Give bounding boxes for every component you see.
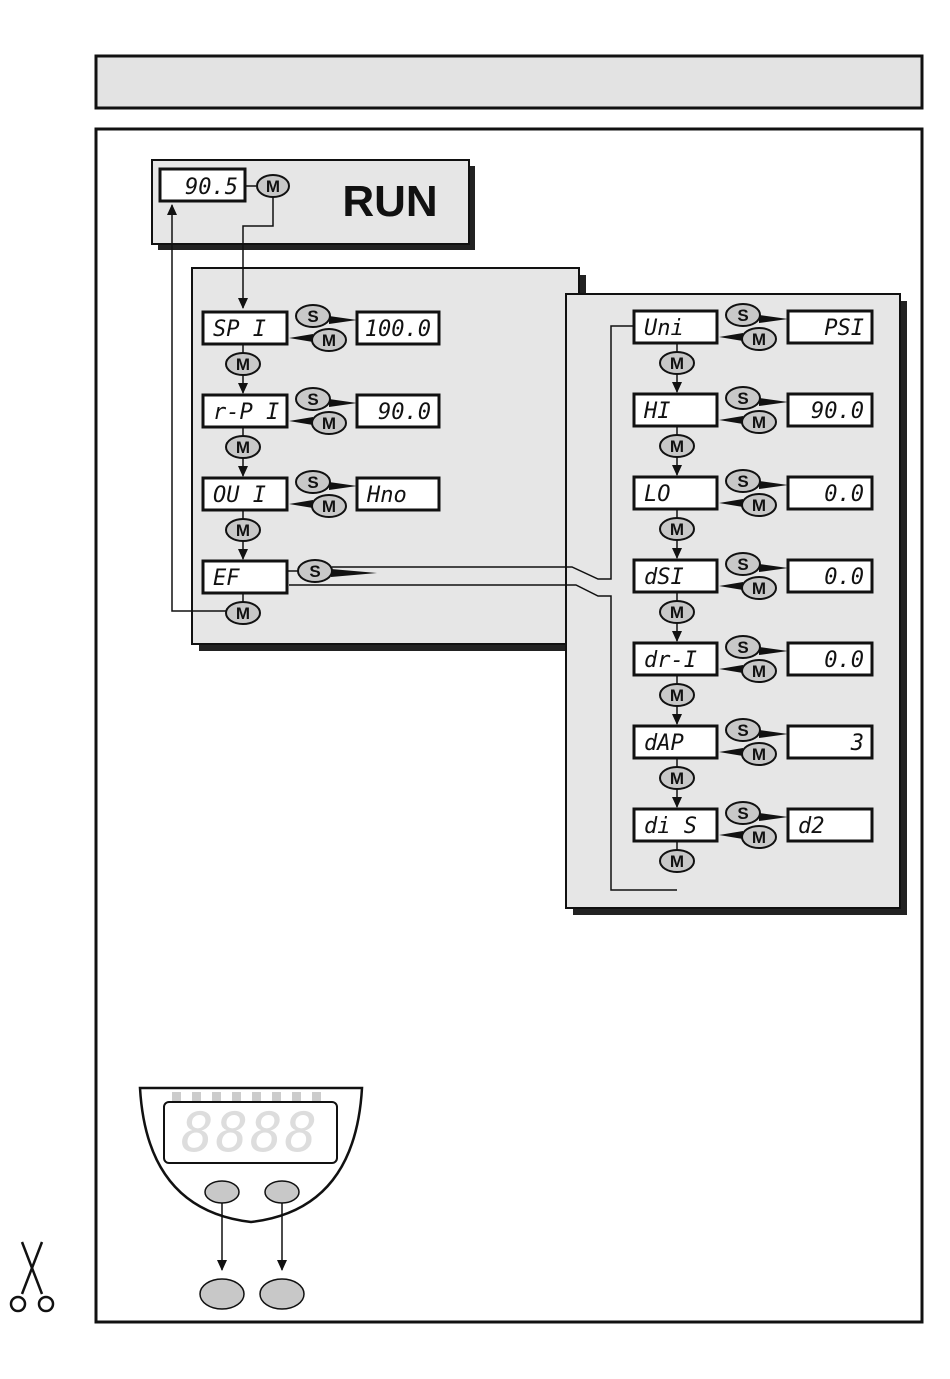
param-value: d2 — [798, 814, 825, 839]
svg-text:S: S — [737, 638, 748, 657]
run-mode-button[interactable]: M — [257, 175, 289, 197]
svg-text:S: S — [737, 472, 748, 491]
svg-text:M: M — [752, 579, 766, 598]
mode-button[interactable]: M — [312, 412, 346, 434]
set-button[interactable]: S — [296, 471, 330, 493]
svg-text:M: M — [752, 330, 766, 349]
set-button[interactable]: S — [726, 470, 760, 492]
svg-text:S: S — [309, 562, 320, 581]
next-mode-button[interactable]: M — [226, 602, 260, 624]
svg-text:M: M — [236, 355, 250, 374]
legend-button-set — [260, 1279, 304, 1309]
svg-text:M: M — [752, 413, 766, 432]
legend-button-mode — [200, 1279, 244, 1309]
svg-text:S: S — [737, 306, 748, 325]
svg-text:M: M — [236, 438, 250, 457]
next-mode-button[interactable]: M — [660, 850, 694, 872]
run-display-value: 90.5 — [185, 175, 238, 200]
svg-text:M: M — [670, 520, 684, 539]
svg-text:S: S — [307, 390, 318, 409]
header-bar — [96, 56, 922, 108]
next-mode-button[interactable]: M — [660, 518, 694, 540]
mode-button[interactable]: M — [312, 329, 346, 351]
param-value: Hno — [366, 483, 407, 508]
set-button[interactable]: S — [296, 388, 330, 410]
svg-text:M: M — [670, 769, 684, 788]
param-value: PSI — [824, 316, 864, 341]
device-button-mode[interactable] — [205, 1181, 239, 1203]
next-mode-button[interactable]: M — [660, 435, 694, 457]
svg-text:M: M — [236, 604, 250, 623]
param-name: dSI — [644, 565, 684, 590]
device-display-digits: 8888 — [181, 1101, 319, 1164]
svg-text:M: M — [670, 686, 684, 705]
param-name: dr-I — [644, 648, 697, 673]
next-mode-button[interactable]: M — [226, 353, 260, 375]
param-name: SP I — [213, 317, 266, 342]
param-value: 3 — [850, 731, 864, 756]
param-name: LO — [644, 482, 671, 507]
param-value: 0.0 — [824, 648, 864, 673]
run-label: RUN — [342, 177, 437, 226]
set-button[interactable]: S — [298, 560, 332, 582]
param-value: 90.0 — [811, 399, 864, 424]
svg-text:M: M — [236, 521, 250, 540]
mode-button[interactable]: M — [312, 495, 346, 517]
svg-text:S: S — [737, 555, 748, 574]
set-button[interactable]: S — [726, 636, 760, 658]
next-mode-button[interactable]: M — [226, 519, 260, 541]
device-button-set[interactable] — [265, 1181, 299, 1203]
next-mode-button[interactable]: M — [226, 436, 260, 458]
set-button[interactable]: S — [726, 387, 760, 409]
svg-text:S: S — [307, 307, 318, 326]
param-name: Uni — [644, 316, 684, 341]
mode-button[interactable]: M — [742, 411, 776, 433]
param-value: 0.0 — [824, 565, 864, 590]
param-name: dAP — [644, 731, 684, 756]
mode-button[interactable]: M — [742, 743, 776, 765]
param-name: HI — [643, 399, 671, 424]
svg-text:M: M — [670, 354, 684, 373]
mode-button[interactable]: M — [742, 826, 776, 848]
svg-text:M: M — [752, 745, 766, 764]
set-button[interactable]: S — [726, 304, 760, 326]
svg-text:S: S — [307, 473, 318, 492]
param-name: r-P I — [213, 400, 279, 425]
set-button[interactable]: S — [726, 553, 760, 575]
param-name: EF — [213, 566, 240, 591]
set-button[interactable]: S — [296, 305, 330, 327]
svg-text:S: S — [737, 721, 748, 740]
run-panel: 90.5 M RUN — [152, 160, 475, 250]
svg-text:M: M — [266, 177, 280, 196]
device-illustration: 8888 — [140, 1088, 362, 1309]
next-mode-button[interactable]: M — [660, 684, 694, 706]
param-value: 100.0 — [365, 317, 431, 342]
mode-button[interactable]: M — [742, 494, 776, 516]
mode-button[interactable]: M — [742, 660, 776, 682]
mode-button[interactable]: M — [742, 577, 776, 599]
param-value: 0.0 — [824, 482, 864, 507]
set-button[interactable]: S — [726, 802, 760, 824]
next-mode-button[interactable]: M — [660, 352, 694, 374]
svg-text:M: M — [752, 662, 766, 681]
svg-text:M: M — [670, 437, 684, 456]
scissors-icon — [11, 1242, 53, 1311]
svg-text:M: M — [322, 331, 336, 350]
mode-button[interactable]: M — [742, 328, 776, 350]
svg-text:M: M — [752, 828, 766, 847]
next-mode-button[interactable]: M — [660, 601, 694, 623]
param-name: OU I — [213, 483, 266, 508]
svg-text:M: M — [670, 852, 684, 871]
svg-text:M: M — [322, 497, 336, 516]
set-button[interactable]: S — [726, 719, 760, 741]
param-name: di S — [644, 814, 697, 839]
svg-text:S: S — [737, 389, 748, 408]
next-mode-button[interactable]: M — [660, 767, 694, 789]
svg-text:M: M — [752, 496, 766, 515]
param-value: 90.0 — [378, 400, 431, 425]
svg-text:M: M — [670, 603, 684, 622]
svg-text:S: S — [737, 804, 748, 823]
svg-text:M: M — [322, 414, 336, 433]
